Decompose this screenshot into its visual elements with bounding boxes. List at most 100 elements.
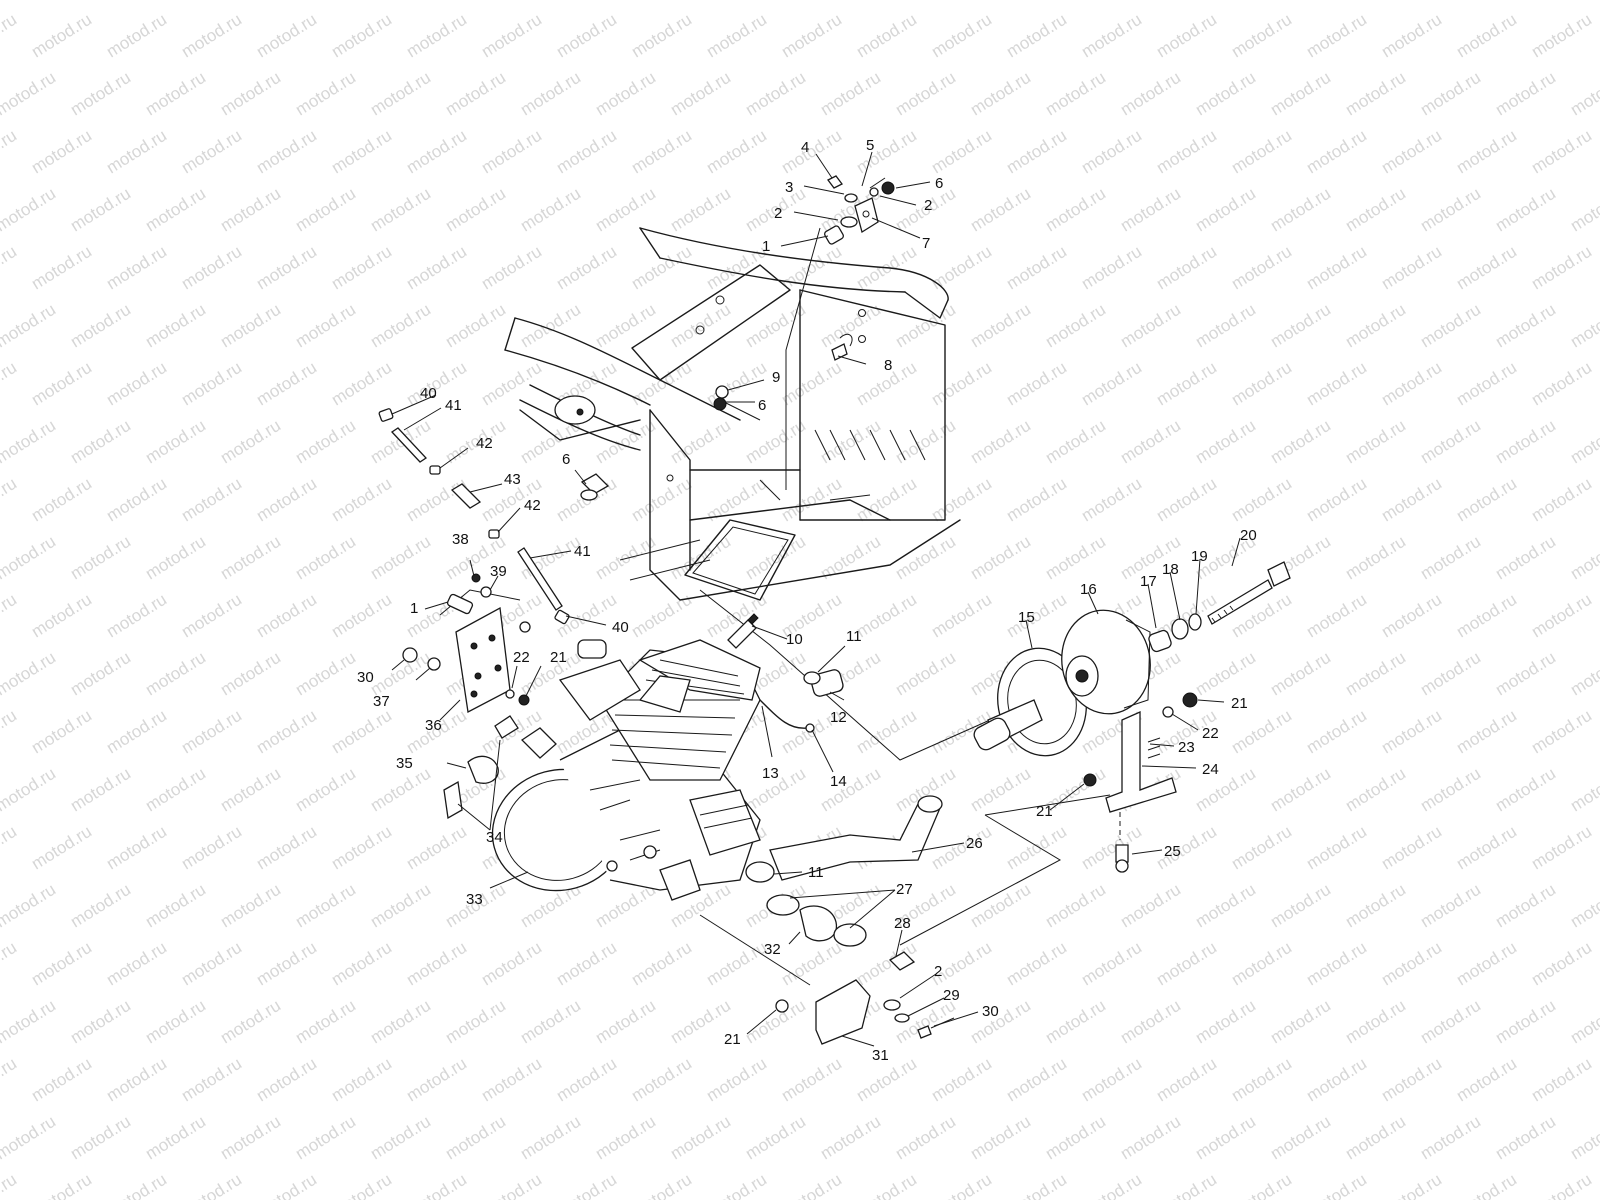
watermark-text: motod.ru	[103, 706, 170, 758]
watermark-text: motod.ru	[892, 68, 959, 120]
fuel-line-parts	[378, 408, 610, 625]
watermark-text: motod.ru	[478, 938, 545, 990]
watermark-text: motod.ru	[1342, 0, 1409, 3]
watermark-text: motod.ru	[1117, 880, 1184, 932]
callout-2: 2	[924, 197, 932, 214]
callout-29: 29	[943, 987, 960, 1004]
watermark-text: motod.ru	[103, 1170, 170, 1200]
watermark-text: motod.ru	[367, 880, 434, 932]
watermark-text: motod.ru	[292, 880, 359, 932]
watermark-text: motod.ru	[0, 1112, 59, 1164]
watermark-text: motod.ru	[778, 358, 845, 410]
watermark-text: motod.ru	[1417, 648, 1484, 700]
callout-40: 40	[420, 385, 437, 402]
upper-mount-hardware	[824, 175, 895, 245]
watermark-text: motod.ru	[1228, 474, 1295, 526]
watermark-text: motod.ru	[0, 706, 20, 758]
watermark-text: motod.ru	[1003, 126, 1070, 178]
watermark-text: motod.ru	[742, 68, 809, 120]
callout-37: 37	[373, 693, 390, 710]
watermark-text: motod.ru	[1153, 938, 1220, 990]
watermark-text: motod.ru	[778, 1170, 845, 1200]
callout-15: 15	[1018, 609, 1035, 626]
watermark-text: motod.ru	[928, 474, 995, 526]
watermark-text: motod.ru	[1492, 1112, 1559, 1164]
callout-7: 7	[922, 235, 930, 252]
callout-30: 30	[982, 1003, 999, 1020]
watermark-text: motod.ru	[1453, 126, 1520, 178]
watermark-text: motod.ru	[1492, 184, 1559, 236]
callout-21: 21	[1036, 803, 1053, 820]
callout-30: 30	[357, 669, 374, 686]
watermark-text: motod.ru	[178, 1054, 245, 1106]
watermark-text: motod.ru	[103, 474, 170, 526]
watermark-text: motod.ru	[367, 996, 434, 1048]
watermark-text: motod.ru	[1303, 590, 1370, 642]
watermark-text: motod.ru	[742, 416, 809, 468]
watermark-text: motod.ru	[517, 996, 584, 1048]
watermark-text: motod.ru	[142, 648, 209, 700]
watermark-text: motod.ru	[892, 648, 959, 700]
watermark-text: motod.ru	[628, 242, 695, 294]
callout-labels: 4 5 3 6 2 2 7 1 8 9 6 40 41 42 6 43 42 4…	[357, 137, 1257, 1064]
watermark-text: motod.ru	[292, 1112, 359, 1164]
watermark-text: motod.ru	[1228, 938, 1295, 990]
callout-28: 28	[894, 915, 911, 932]
watermark-text: motod.ru	[628, 1054, 695, 1106]
watermark-text: motod.ru	[442, 184, 509, 236]
watermark-text: motod.ru	[1417, 184, 1484, 236]
watermark-text: motod.ru	[1342, 764, 1409, 816]
watermark-text: motod.ru	[253, 822, 320, 874]
callout-31: 31	[872, 1047, 889, 1064]
watermark-text: motod.ru	[67, 648, 134, 700]
callout-20: 20	[1240, 527, 1257, 544]
watermark-text: motod.ru	[442, 68, 509, 120]
watermark-text: motod.ru	[742, 0, 809, 3]
watermark-text: motod.ru	[967, 0, 1034, 3]
watermark-text: motod.ru	[1342, 1112, 1409, 1164]
watermark-text: motod.ru	[1192, 1112, 1259, 1164]
watermark-text: motod.ru	[403, 474, 470, 526]
watermark-text: motod.ru	[1528, 10, 1595, 62]
watermark-text: motod.ru	[1378, 938, 1445, 990]
watermark-text: motod.ru	[1117, 300, 1184, 352]
watermark-text: motod.ru	[1078, 938, 1145, 990]
watermark-text: motod.ru	[553, 242, 620, 294]
watermark-text: motod.ru	[703, 1054, 770, 1106]
watermark-text: motod.ru	[217, 68, 284, 120]
watermark-text: motod.ru	[1492, 880, 1559, 932]
watermark-text: motod.ru	[292, 996, 359, 1048]
watermark-text: motod.ru	[742, 300, 809, 352]
watermark-text: motod.ru	[667, 1112, 734, 1164]
watermark-text: motod.ru	[367, 68, 434, 120]
watermark-text: motod.ru	[967, 68, 1034, 120]
watermark-text: motod.ru	[1453, 474, 1520, 526]
watermark-text: motod.ru	[1453, 590, 1520, 642]
watermark-text: motod.ru	[1117, 1112, 1184, 1164]
watermark-text: motod.ru	[1303, 706, 1370, 758]
watermark-text: motod.ru	[328, 822, 395, 874]
watermark-text: motod.ru	[553, 126, 620, 178]
watermark-text: motod.ru	[778, 126, 845, 178]
callout-1: 1	[410, 600, 418, 617]
assembly-line-4	[899, 814, 1062, 946]
watermark-text: motod.ru	[517, 0, 584, 3]
watermark-text: motod.ru	[103, 358, 170, 410]
watermark-text: motod.ru	[892, 1112, 959, 1164]
watermark-text: motod.ru	[628, 358, 695, 410]
callout-25: 25	[1164, 843, 1181, 860]
watermark-text: motod.ru	[1303, 242, 1370, 294]
watermark-text: motod.ru	[1492, 532, 1559, 584]
leader-lines	[391, 151, 1241, 1047]
watermark-text: motod.ru	[217, 184, 284, 236]
watermark-text: motod.ru	[217, 764, 284, 816]
watermark-text: motod.ru	[367, 184, 434, 236]
watermark-text: motod.ru	[553, 938, 620, 990]
watermark-text: motod.ru	[1492, 300, 1559, 352]
watermark-text: motod.ru	[1342, 68, 1409, 120]
watermark-text: motod.ru	[628, 10, 695, 62]
watermark-text: motod.ru	[1153, 1170, 1220, 1200]
watermark-text: motod.ru	[592, 184, 659, 236]
callout-6: 6	[562, 451, 570, 468]
watermark-text: motod.ru	[142, 416, 209, 468]
